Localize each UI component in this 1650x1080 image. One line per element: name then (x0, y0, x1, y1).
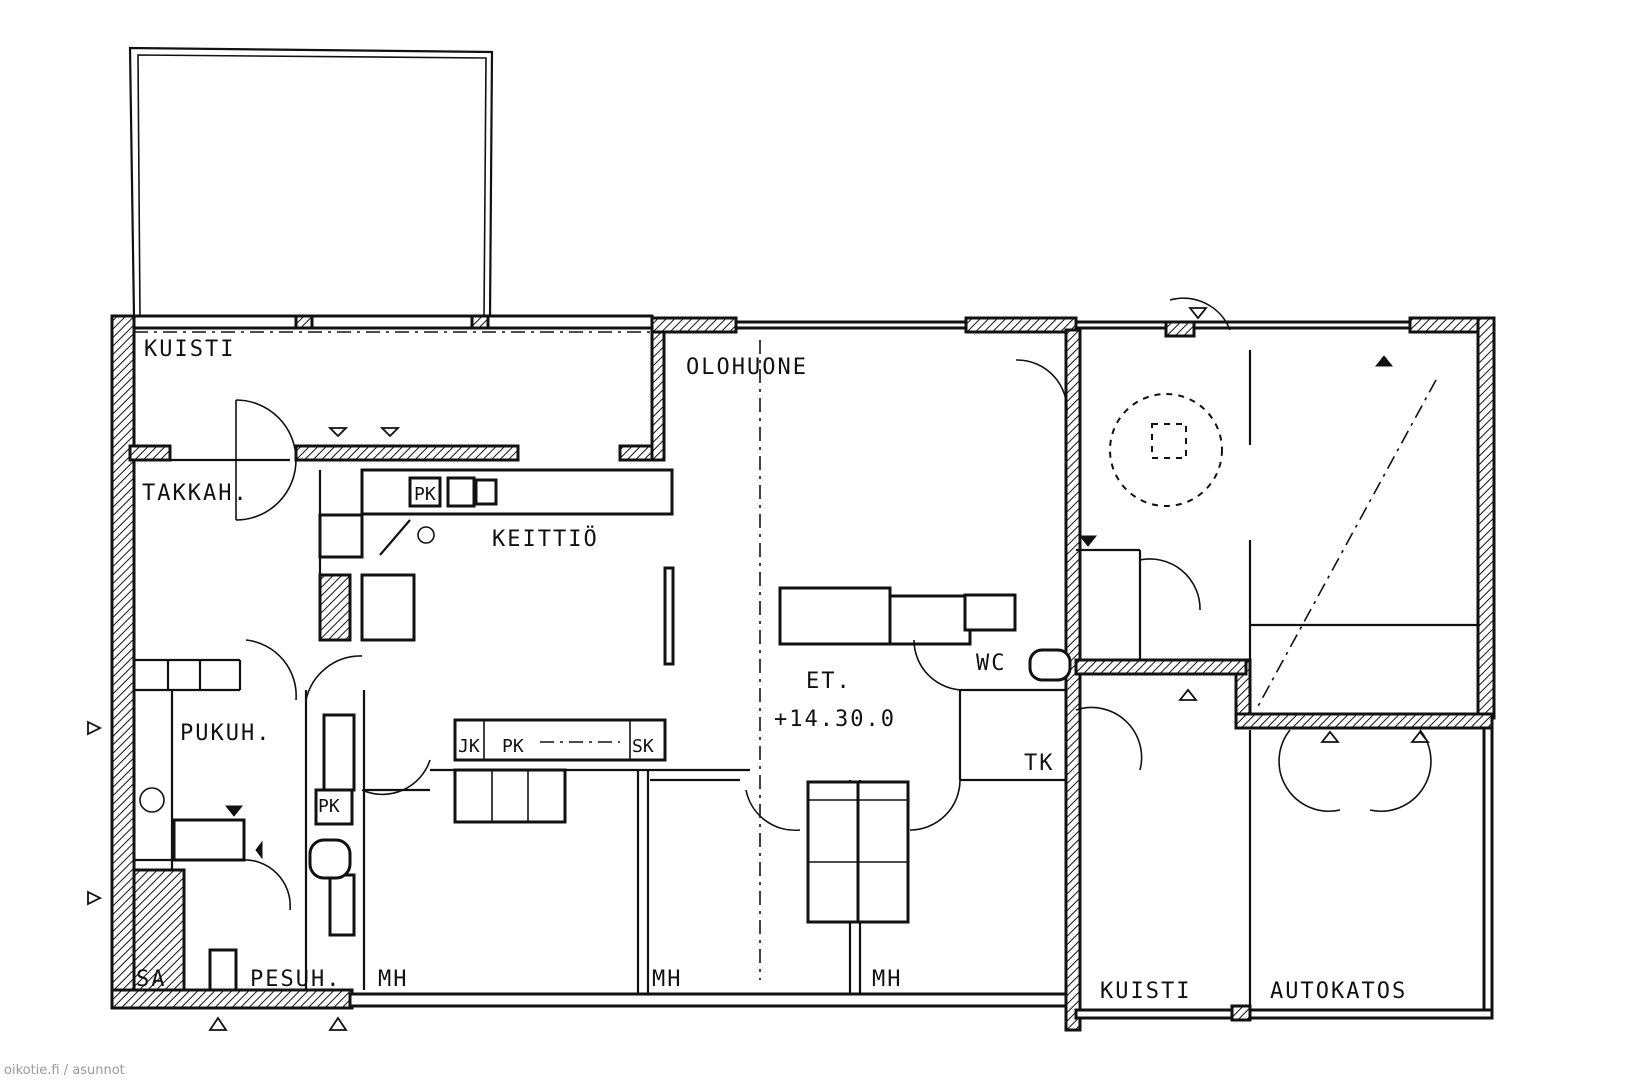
room-label-sa: SA (136, 967, 167, 992)
room-label-mh-3: MH (872, 967, 903, 992)
skylight (1109, 379, 1437, 711)
kitchen-fixtures (360, 468, 1017, 824)
fixture-label-jk: JK (458, 736, 480, 757)
room-label-autokatos: AUTOKATOS (1270, 979, 1407, 1004)
room-label-mh-1: MH (378, 967, 409, 992)
door-swings (235, 297, 1432, 911)
room-label-pukuh: PUKUH. (180, 721, 271, 746)
watermark: oikotie.fi / asunnot (4, 1063, 125, 1078)
fixture-label-pk-pukuh: PK (318, 796, 340, 817)
fixture-label-pk-counter: PK (502, 736, 524, 757)
bath-fixtures (132, 648, 1072, 992)
room-label-pesuh: PESUH. (250, 967, 341, 992)
room-label-olohuone: OLOHUONE (686, 355, 808, 380)
room-label-tk: TK (1024, 751, 1055, 776)
fixture-label-pk-kitchen: PK (414, 484, 436, 505)
floor-level: +14.30.0 (774, 707, 896, 732)
terrace-outline (128, 46, 494, 319)
room-label-keittio: KEITTIÖ (492, 526, 599, 552)
room-label-wc: WC (976, 651, 1007, 676)
beds (806, 780, 910, 924)
exterior-walls (110, 314, 1496, 1032)
room-label-kuisti-bottom: KUISTI (1100, 979, 1191, 1004)
room-label-mh-2: MH (652, 967, 683, 992)
room-label-takkah: TAKKAH. (142, 481, 249, 506)
fixture-label-sk: SK (632, 736, 654, 757)
entry-markers (87, 307, 1430, 1031)
room-label-et: ET. (806, 669, 852, 694)
room-label-kuisti-top: KUISTI (144, 337, 235, 362)
